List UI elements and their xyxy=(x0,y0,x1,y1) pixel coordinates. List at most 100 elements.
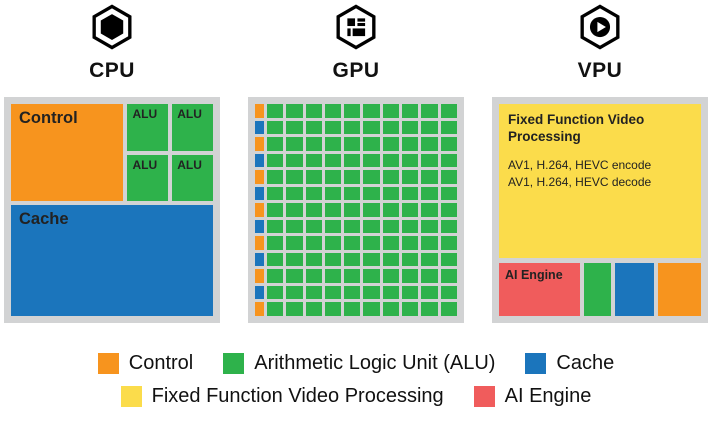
gpu-alu-cell xyxy=(344,269,361,283)
gpu-alu-cell xyxy=(382,285,400,300)
gpu-alu-cell xyxy=(382,269,400,283)
gpu-alu-cell xyxy=(267,137,284,151)
gpu-alu-cell xyxy=(382,236,400,250)
gpu-control-cell xyxy=(255,269,264,283)
cpu-alu-block: ALU xyxy=(172,154,213,202)
gpu-alu-cell xyxy=(363,137,380,151)
gpu-alu-cell xyxy=(344,252,361,267)
gpu-header: GPU xyxy=(248,4,464,83)
gpu-control-cell xyxy=(255,203,264,217)
gpu-alu-cell xyxy=(402,203,419,217)
gpu-alu-cell xyxy=(267,252,284,267)
gpu-alu-cell xyxy=(382,137,400,151)
gpu-alu-cell xyxy=(305,153,322,168)
vpu-video-line-encode: AV1, H.264, HEVC encode xyxy=(508,157,652,172)
gpu-alu-cell xyxy=(267,120,284,135)
gpu-alu-cell xyxy=(382,170,400,184)
gpu-alu-cell xyxy=(402,104,419,118)
gpu-alu-cell xyxy=(382,252,400,267)
gpu-grid-row xyxy=(255,236,457,250)
gpu-alu-cell xyxy=(421,153,438,168)
gpu-title: GPU xyxy=(332,59,380,82)
gpu-alu-cell xyxy=(421,236,438,250)
gpu-alu-cell xyxy=(305,203,322,217)
gpu-alu-cell xyxy=(305,269,322,283)
cpu-control-label: Control xyxy=(19,109,78,127)
gpu-grid-row xyxy=(255,186,457,201)
gpu-alu-cell xyxy=(382,104,400,118)
gpu-alu-cell xyxy=(363,104,380,118)
cpu-control-block: Control xyxy=(11,104,124,202)
gpu-alu-cell xyxy=(402,186,419,201)
gpu-alu-cell xyxy=(267,219,284,234)
gpu-grid-row xyxy=(255,104,457,118)
legend-row: Fixed Function Video Processing AI Engine xyxy=(0,385,712,408)
gpu-alu-cell xyxy=(286,285,303,300)
gpu-alu-cell xyxy=(305,170,322,184)
gpu-cache-cell xyxy=(255,186,264,201)
gpu-alu-cell xyxy=(421,186,438,201)
gpu-alu-cell xyxy=(440,186,457,201)
gpu-alu-cell xyxy=(286,186,303,201)
vpu-video-title: Fixed Function Video Processing xyxy=(508,112,645,144)
gpu-alu-cell xyxy=(421,104,438,118)
cpu-alu-block: ALU xyxy=(127,154,169,202)
gpu-alu-cell xyxy=(382,219,400,234)
vpu-panel: Fixed Function Video Processing AV1, H.2… xyxy=(492,97,708,323)
gpu-alu-cell xyxy=(324,302,342,316)
gpu-cache-cell xyxy=(255,252,264,267)
gpu-alu-cell xyxy=(324,236,342,250)
gpu-alu-cell xyxy=(440,285,457,300)
legend-label: Control xyxy=(128,352,194,374)
gpu-alu-cell xyxy=(363,219,380,234)
gpu-alu-cell xyxy=(344,170,361,184)
gpu-alu-cell xyxy=(402,219,419,234)
gpu-alu-cell xyxy=(421,137,438,151)
gpu-alu-cell xyxy=(344,120,361,135)
gpu-alu-cell xyxy=(305,302,322,316)
gpu-alu-cell xyxy=(267,236,284,250)
legend-item: AI Engine xyxy=(473,385,591,408)
gpu-alu-cell xyxy=(267,302,284,316)
gpu-alu-cell xyxy=(402,252,419,267)
vpu-header: VPU xyxy=(492,4,708,83)
gpu-alu-cell xyxy=(421,219,438,234)
legend-swatch-alu_green xyxy=(223,353,245,374)
gpu-alu-cell xyxy=(382,120,400,135)
gpu-alu-cell xyxy=(440,219,457,234)
gpu-alu-cell xyxy=(305,104,322,118)
gpu-alu-cell xyxy=(402,302,419,316)
gpu-alu-cell xyxy=(402,269,419,283)
gpu-alu-cell xyxy=(286,170,303,184)
gpu-grid-row xyxy=(255,219,457,234)
gpu-alu-cell xyxy=(324,269,342,283)
legend-item: Cache xyxy=(525,352,614,375)
gpu-alu-cell xyxy=(421,252,438,267)
legend-label: Cache xyxy=(556,352,615,374)
gpu-cache-cell xyxy=(255,120,264,135)
gpu-alu-cell xyxy=(324,186,342,201)
gpu-alu-cell xyxy=(363,302,380,316)
gpu-alu-cell xyxy=(267,269,284,283)
gpu-alu-cell xyxy=(382,153,400,168)
gpu-alu-cell xyxy=(324,203,342,217)
legend-swatch-control_orange xyxy=(97,353,119,374)
gpu-alu-cell xyxy=(440,170,457,184)
gpu-grid-row xyxy=(255,269,457,283)
gpu-alu-cell xyxy=(286,302,303,316)
legend-swatch-ai_red xyxy=(473,386,495,407)
gpu-alu-cell xyxy=(286,219,303,234)
cpu-cache-block: Cache xyxy=(11,205,213,316)
gpu-grid-row xyxy=(255,120,457,135)
gpu-alu-cell xyxy=(286,236,303,250)
gpu-alu-cell xyxy=(382,302,400,316)
legend-item: Fixed Function Video Processing xyxy=(120,385,444,408)
vpu-fixed-function-video-block: Fixed Function Video Processing AV1, H.2… xyxy=(499,104,701,258)
gpu-alu-cell xyxy=(440,137,457,151)
gpu-alu-cell xyxy=(267,186,284,201)
gpu-alu-cell xyxy=(305,137,322,151)
